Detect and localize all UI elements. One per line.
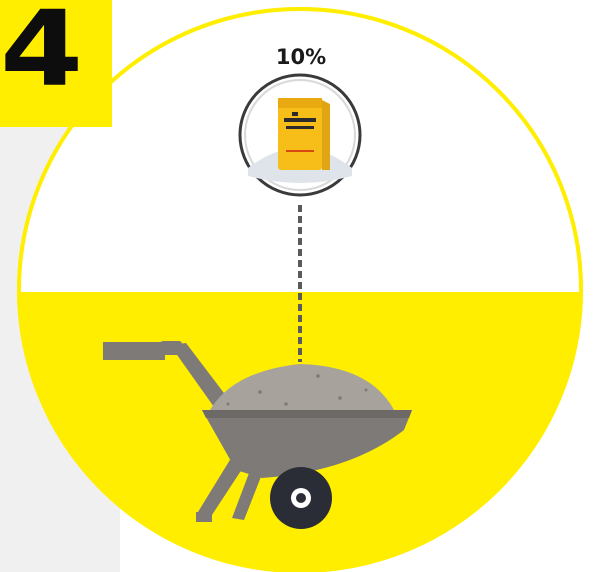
step-number-badge: 4 [0, 0, 112, 127]
cement-percent-label: 10% [268, 45, 334, 69]
step-number: 4 [0, 4, 74, 94]
cement-bag-icon [240, 75, 360, 195]
